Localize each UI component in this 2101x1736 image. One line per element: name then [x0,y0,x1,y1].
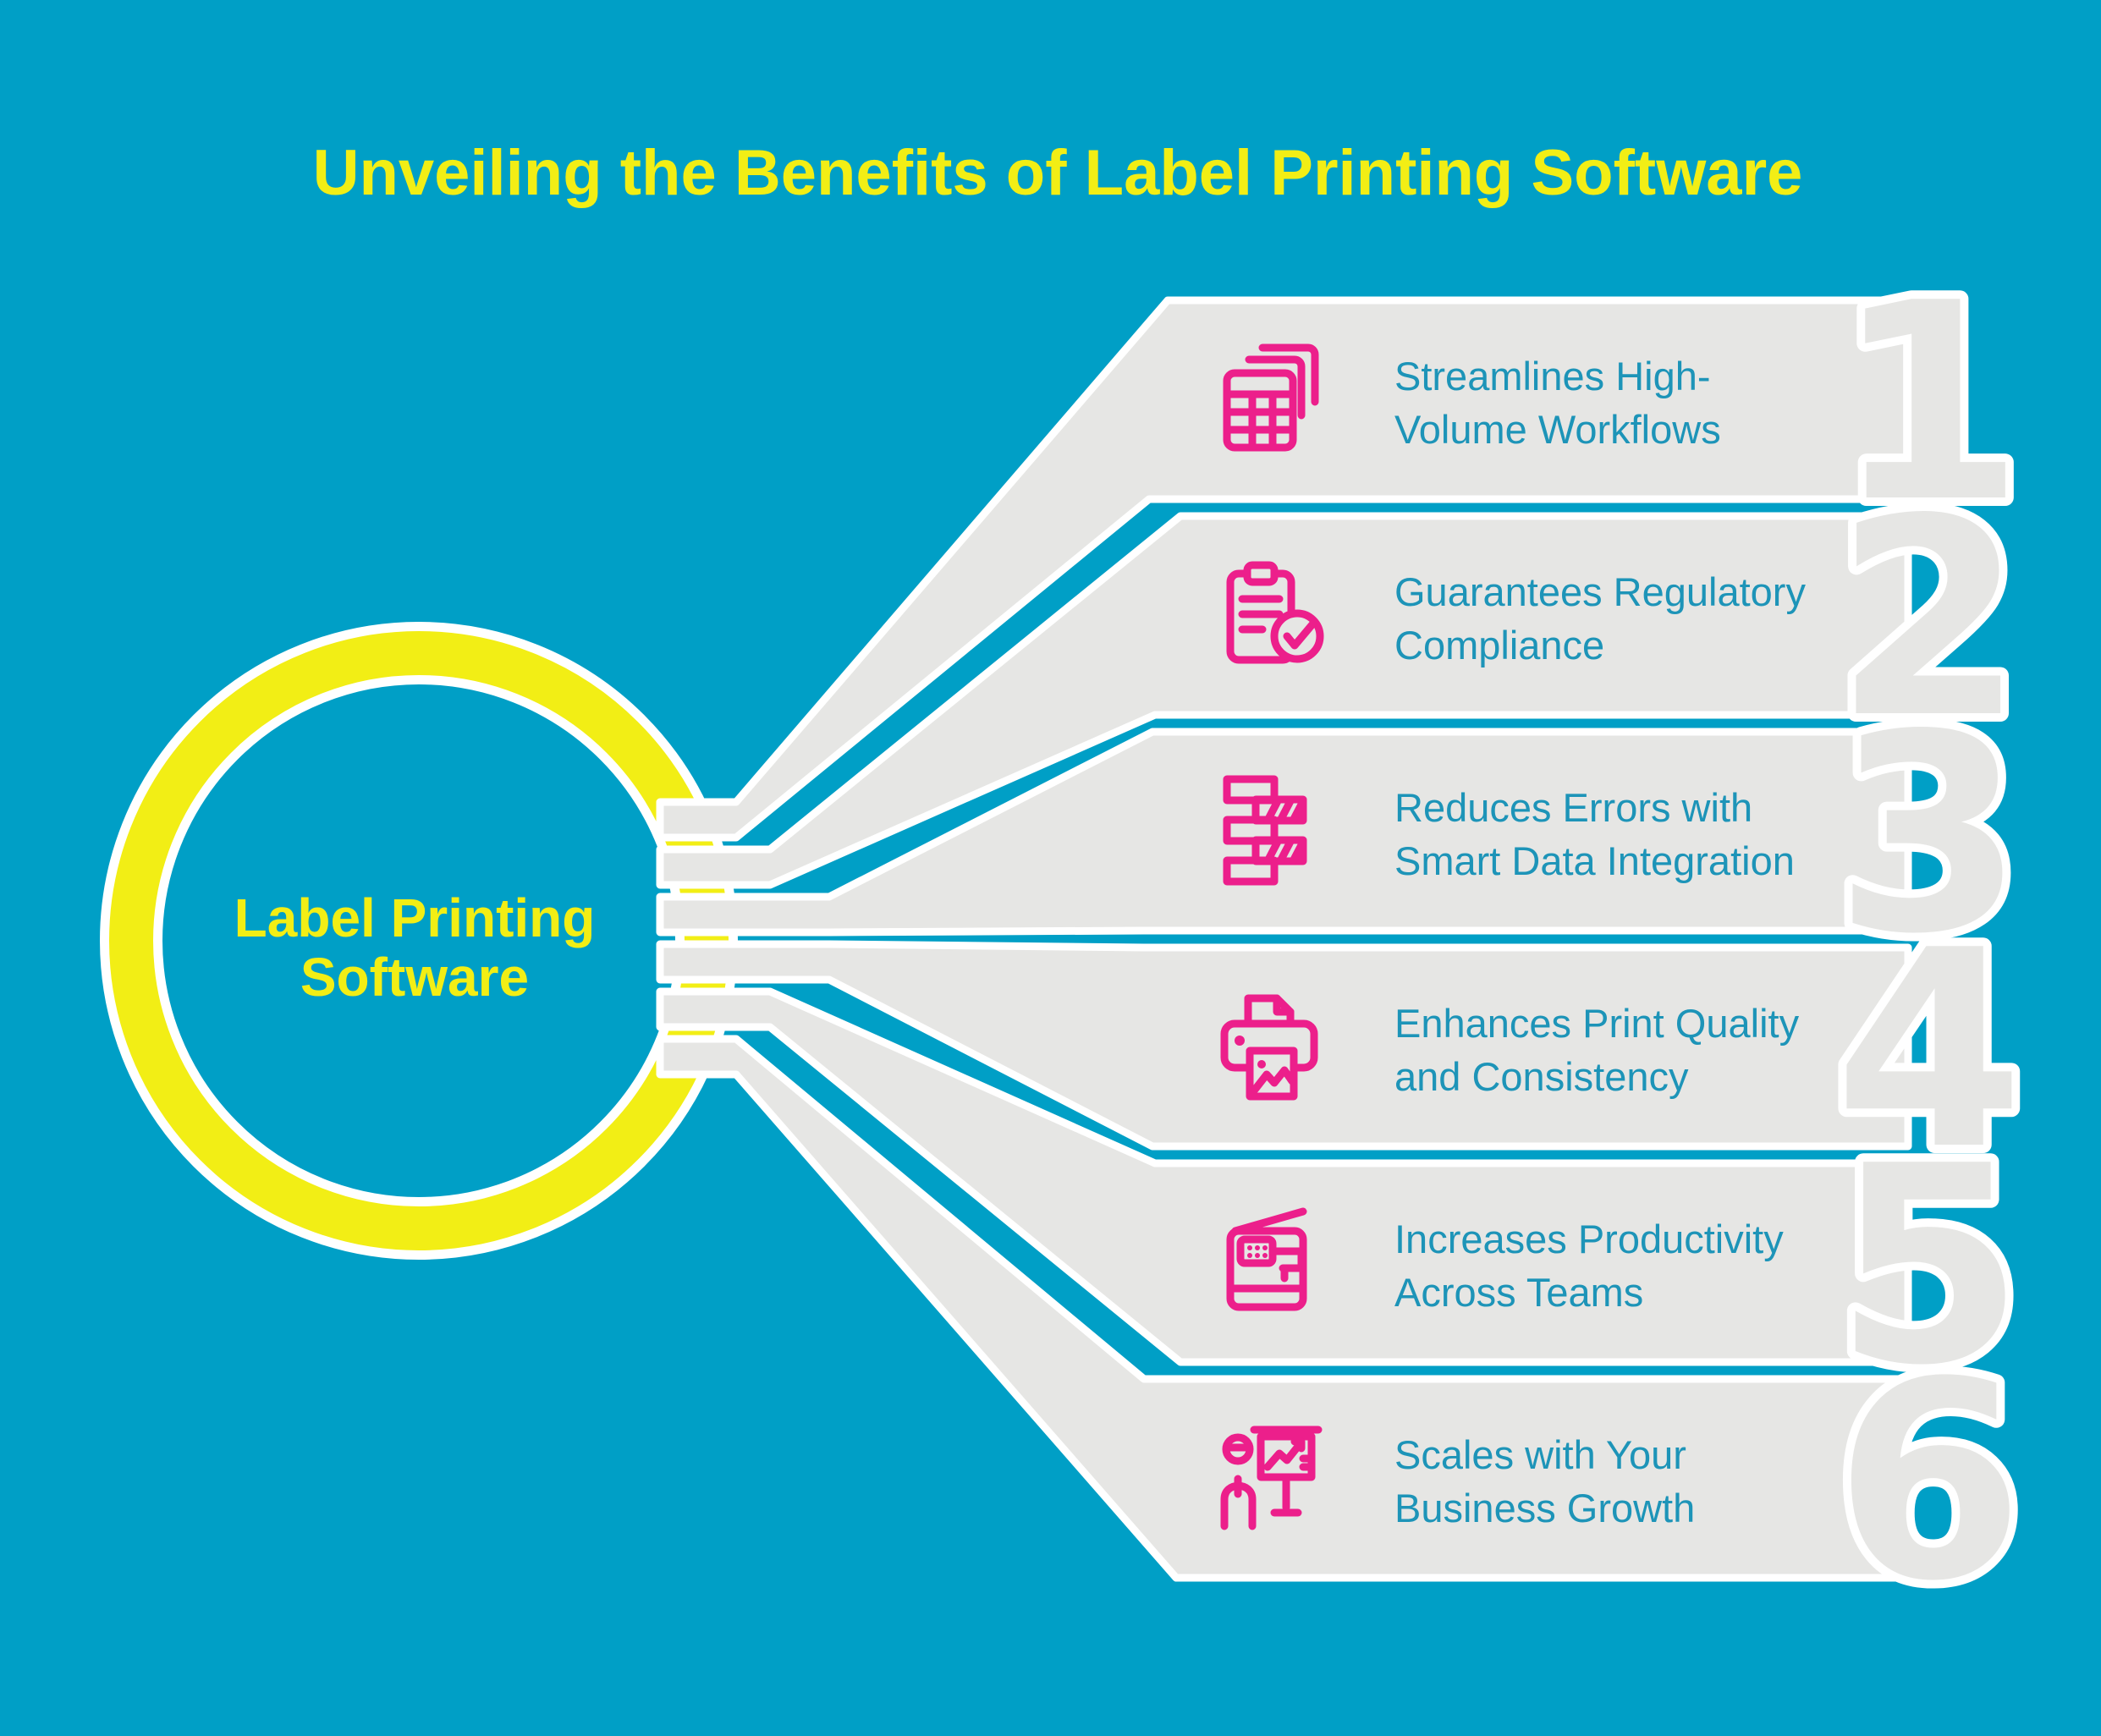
clipboard-check-icon [1226,561,1324,664]
center-label: Label Printing Software [234,887,596,1008]
panel-5 [656,987,1912,1366]
benefit-1-line2: Volume Workflows [1394,407,1721,452]
benefit-6-line2: Business Growth [1394,1486,1695,1530]
number-4: 4 [1834,892,2024,1209]
panel-4 [656,940,1912,1151]
panel-6 [656,1035,1912,1582]
growth-presentation-icon [1220,1426,1323,1530]
panel-2 [656,512,1912,889]
number-2: 2 [1834,460,2024,777]
benefit-4-line1: Enhances Print Quality [1394,1001,1800,1046]
printer-icon [1220,994,1318,1101]
benefit-panels [656,296,1912,1582]
center-label-line2: Software [300,947,529,1008]
benefit-5-line2: Across Teams [1394,1270,1643,1315]
number-6: 6 [1834,1323,2024,1640]
benefit-2-line2: Compliance [1394,623,1604,667]
benefit-4-line2: and Consistency [1394,1054,1689,1099]
benefit-5-line1: Increases Productivity [1394,1217,1784,1261]
benefit-6-line1: Scales with Your [1394,1432,1686,1477]
panel-3 [656,728,1912,937]
benefit-2-line1: Guarantees Regulatory [1394,569,1806,614]
number-3: 3 [1834,676,2024,993]
stacked-tables-icon [1223,343,1319,452]
number-5: 5 [1834,1107,2024,1425]
benefit-1-line1: Streamlines High- [1394,354,1711,398]
number-1: 1 [1834,244,2024,562]
benefit-3-line2: Smart Data Integration [1394,838,1795,883]
panel-1 [656,296,1912,842]
benefit-3-line1: Reduces Errors with [1394,785,1752,830]
data-blocks-icon [1223,775,1307,886]
copier-icon [1226,1207,1307,1311]
page-title: Unveiling the Benefits of Label Printing… [313,137,1803,209]
center-label-line1: Label Printing [234,887,596,948]
